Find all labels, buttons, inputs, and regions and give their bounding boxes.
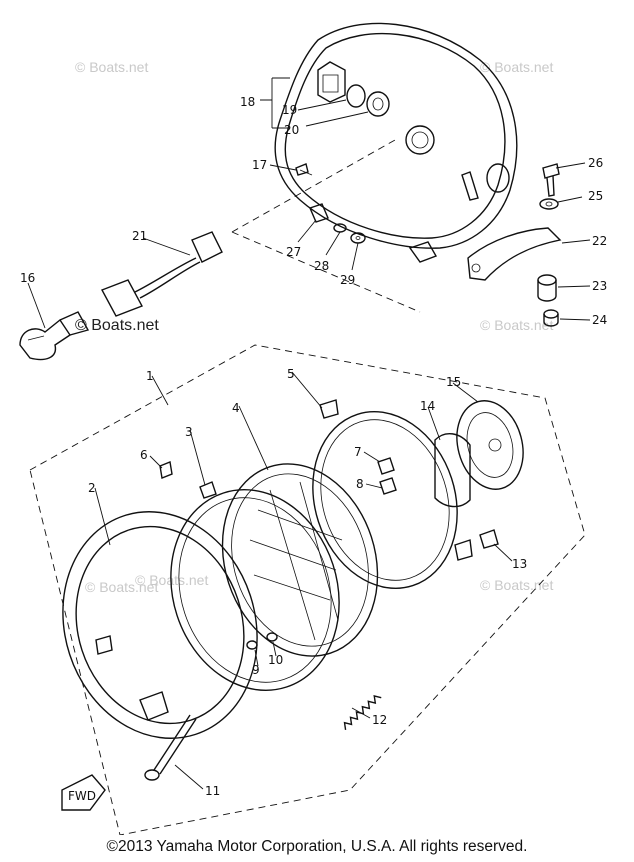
rim-2 — [62, 511, 258, 739]
label-part-10: 10 — [268, 653, 283, 667]
label-part-12: 12 — [372, 713, 387, 727]
nut-13 — [479, 529, 499, 549]
label-part-7: 7 — [354, 445, 362, 459]
housing-5 — [312, 399, 473, 589]
label-part-29: 29 — [340, 273, 355, 287]
upper-dash-1 — [231, 139, 396, 233]
retaining-ring-3 — [170, 481, 340, 691]
label-part-21: 21 — [132, 229, 147, 243]
label-part-2: 2 — [88, 481, 96, 495]
screw-17 — [295, 163, 309, 176]
label-part-26: 26 — [588, 156, 603, 170]
label-part-25: 25 — [588, 189, 603, 203]
watermarks: © Boats.net © Boats.net © Boats.net © Bo… — [75, 59, 553, 595]
part-10 — [266, 632, 278, 642]
label-part-1: 1 — [146, 369, 154, 383]
watermark-top-right: © Boats.net — [480, 59, 553, 75]
label-part-13: 13 — [512, 557, 527, 571]
headlight-exploded-diagram: © Boats.net © Boats.net © Boats.net © Bo… — [19, 22, 607, 835]
adjuster-knob — [346, 84, 390, 117]
copyright-notice: ©2013 Yamaha Motor Corporation, U.S.A. A… — [106, 838, 528, 855]
label-part-22: 22 — [592, 234, 607, 248]
label-part-27: 27 — [286, 245, 301, 259]
bracket-22 — [467, 227, 562, 281]
socket-cord-21 — [101, 231, 223, 317]
label-part-8: 8 — [356, 477, 364, 491]
label-part-18: 18 — [240, 95, 255, 109]
sealed-beam-4 — [221, 463, 379, 657]
spring-12 — [343, 695, 382, 730]
label-part-4: 4 — [232, 401, 240, 415]
part-9 — [246, 640, 258, 650]
label-part-14: 14 — [420, 399, 435, 413]
socket-14-cover-15 — [434, 400, 524, 508]
label-part-3: 3 — [185, 425, 193, 439]
watermark-center: © Boats.net — [135, 572, 208, 588]
label-part-23: 23 — [592, 279, 607, 293]
label-part-24: 24 — [592, 313, 607, 327]
watermark-lower-left: © Boats.net — [85, 579, 158, 595]
part-labels: 1 2 3 4 5 6 7 8 9 10 11 12 13 14 15 16 1… — [20, 95, 607, 798]
watermark-top-left: © Boats.net — [75, 59, 148, 75]
watermark-lower-right: © Boats.net — [480, 577, 553, 593]
watermark-mid-right: © Boats.net — [480, 317, 553, 333]
bolt-26-washer-25 — [539, 163, 560, 210]
leader-lines — [27, 77, 591, 790]
bulb-16 — [19, 311, 90, 361]
label-part-20: 20 — [284, 123, 299, 137]
fwd-arrow: FWD — [61, 774, 106, 811]
label-part-19: 19 — [282, 103, 297, 117]
label-part-6: 6 — [140, 448, 148, 462]
lower-group-outline — [29, 344, 586, 835]
label-part-28: 28 — [314, 259, 329, 273]
label-part-15: 15 — [446, 375, 461, 389]
screw-11 — [144, 714, 197, 781]
hardware-27-28-29 — [309, 203, 366, 244]
nut-7 — [377, 457, 395, 475]
label-part-5: 5 — [287, 367, 295, 381]
screw-6 — [159, 461, 173, 479]
label-part-17: 17 — [252, 158, 267, 172]
label-part-9: 9 — [252, 663, 260, 677]
upper-dash-2 — [231, 231, 421, 313]
label-part-11: 11 — [205, 784, 220, 798]
watermark-bulb: © Boats.net — [75, 317, 159, 334]
nut-8 — [379, 477, 397, 495]
label-part-16: 16 — [20, 271, 35, 285]
fwd-label: FWD — [68, 789, 96, 803]
bushing-23-collar-24 — [537, 274, 559, 327]
